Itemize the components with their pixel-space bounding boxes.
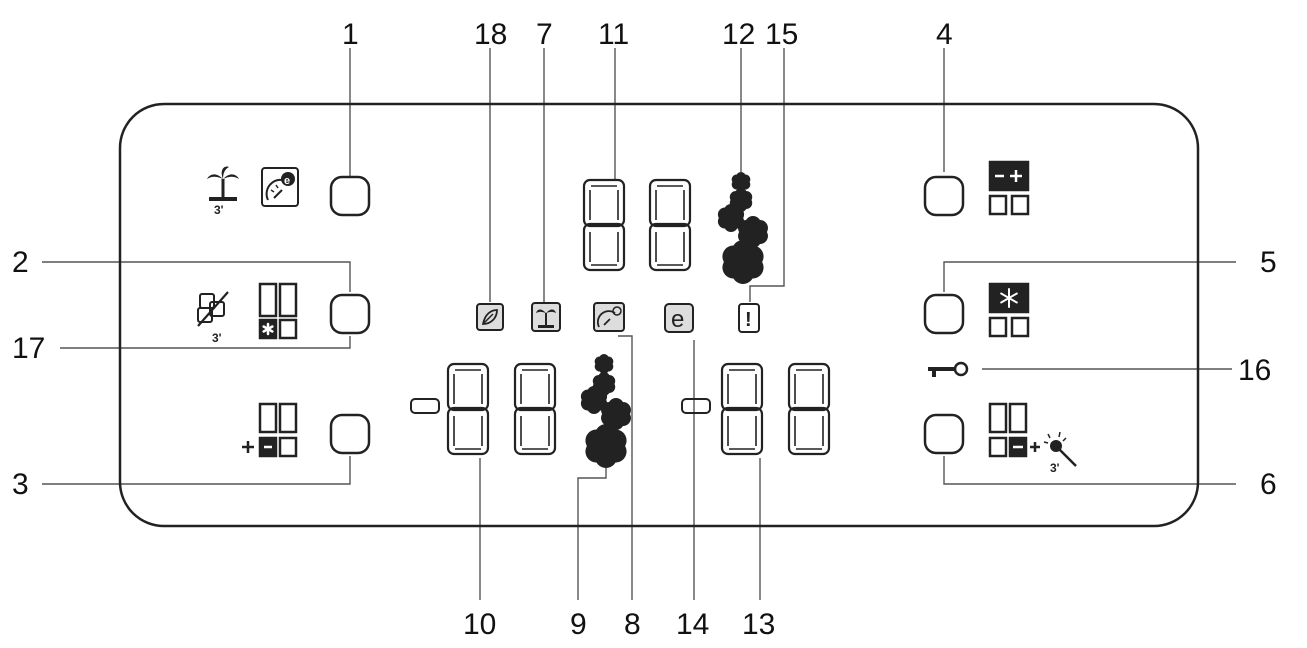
key-icon: [928, 361, 969, 377]
freezer-minus-segment: [410, 398, 440, 414]
leader-2: [42, 261, 351, 292]
second-digit-1: [720, 362, 764, 456]
icemaker-button[interactable]: [329, 293, 371, 335]
eco-status-icon: [593, 302, 625, 332]
holiday-status-icon: [531, 302, 561, 332]
eco-gauge-letter: e: [284, 175, 290, 187]
callout-12: 12: [722, 18, 755, 51]
callout-numbers: 1 18 7 11 12 15 4 2 17 3 5 16 6 10 9 8 1…: [12, 18, 1277, 641]
second-compartment-temp-display: [681, 362, 831, 456]
callout-1: 1: [342, 18, 359, 51]
snowflake-icon: [587, 393, 601, 407]
callout-15: 15: [765, 18, 798, 51]
leader-lines: [42, 48, 1236, 600]
second-minus-segment: [681, 398, 711, 414]
callout-17: 17: [12, 332, 45, 365]
snowflake-icon: [724, 211, 738, 225]
freezer-temp-display: [410, 362, 557, 456]
callout-13: 13: [742, 608, 775, 641]
eco-mode-letter: e: [671, 306, 684, 333]
control-panel-outline: [118, 102, 1200, 528]
holiday-duration-label: 3': [214, 203, 224, 217]
snowflake-icon: [736, 177, 746, 187]
ice-cube-icon: [197, 291, 229, 327]
icemaker-duration-label: 3': [212, 331, 222, 345]
fridge-digit-2: [648, 178, 692, 272]
compartment-temp-button[interactable]: [329, 413, 371, 455]
callout-4: 4: [936, 18, 953, 51]
alarm-mark: !: [745, 309, 752, 331]
second-digit-2: [787, 362, 831, 456]
freezer-digit-1: [446, 362, 490, 456]
alarm-icon: [738, 303, 760, 333]
leader-5: [943, 261, 1236, 292]
callout-16: 16: [1238, 354, 1271, 387]
snowflake-icon: [608, 406, 624, 422]
callout-11: 11: [598, 18, 629, 51]
freezer-select-button[interactable]: [923, 293, 965, 335]
holiday-button[interactable]: [329, 175, 371, 217]
palm-tree-icon: [207, 166, 239, 201]
callout-14: 14: [676, 608, 709, 641]
leader-15: [749, 48, 785, 302]
callout-7: 7: [536, 18, 553, 51]
fridge-snowflake-level-indicator: [724, 177, 761, 273]
supercool-sparkle-icon: [988, 402, 1077, 467]
leaf-status-icon: [476, 303, 504, 331]
compartment-minus-icon: [242, 402, 298, 458]
freezer-digit-2: [513, 362, 557, 456]
snowflake-icon: [745, 224, 761, 240]
callout-6: 6: [1260, 468, 1277, 501]
fridge-off-snow-mark: [262, 322, 274, 336]
callout-18: 18: [474, 18, 507, 51]
minus-plus-compartment-icon: [988, 160, 1030, 216]
leader-8: [618, 335, 633, 600]
callout-10: 10: [463, 608, 496, 641]
callout-9: 9: [570, 608, 587, 641]
freezer-snowflake-level-indicator: [587, 359, 624, 457]
fridge-digit-1: [582, 178, 626, 272]
supercool-duration-label: 3': [1050, 461, 1060, 475]
callout-3: 3: [12, 468, 29, 501]
fridge-temp-display: [582, 178, 692, 272]
callout-2: 2: [12, 246, 29, 279]
eco-gauge-icon: [261, 167, 299, 207]
snowflake-compartment-mark: [1000, 288, 1018, 308]
fridge-temp-button[interactable]: [923, 175, 965, 217]
snowflake-icon: [599, 359, 609, 369]
leader-9: [577, 460, 607, 600]
leader-6: [943, 456, 1236, 485]
status-icon-row: e !: [476, 302, 760, 333]
callout-5: 5: [1260, 246, 1277, 279]
callout-8: 8: [624, 608, 641, 641]
leader-3: [42, 456, 351, 485]
supercool-button[interactable]: [923, 413, 965, 455]
snowflake-icon: [735, 194, 747, 206]
eco-mode-icon: [664, 303, 694, 333]
snowflake-icon: [595, 435, 617, 457]
snowflake-icon: [598, 378, 610, 390]
snowflake-icon: [732, 251, 754, 273]
leader-17: [60, 336, 351, 349]
